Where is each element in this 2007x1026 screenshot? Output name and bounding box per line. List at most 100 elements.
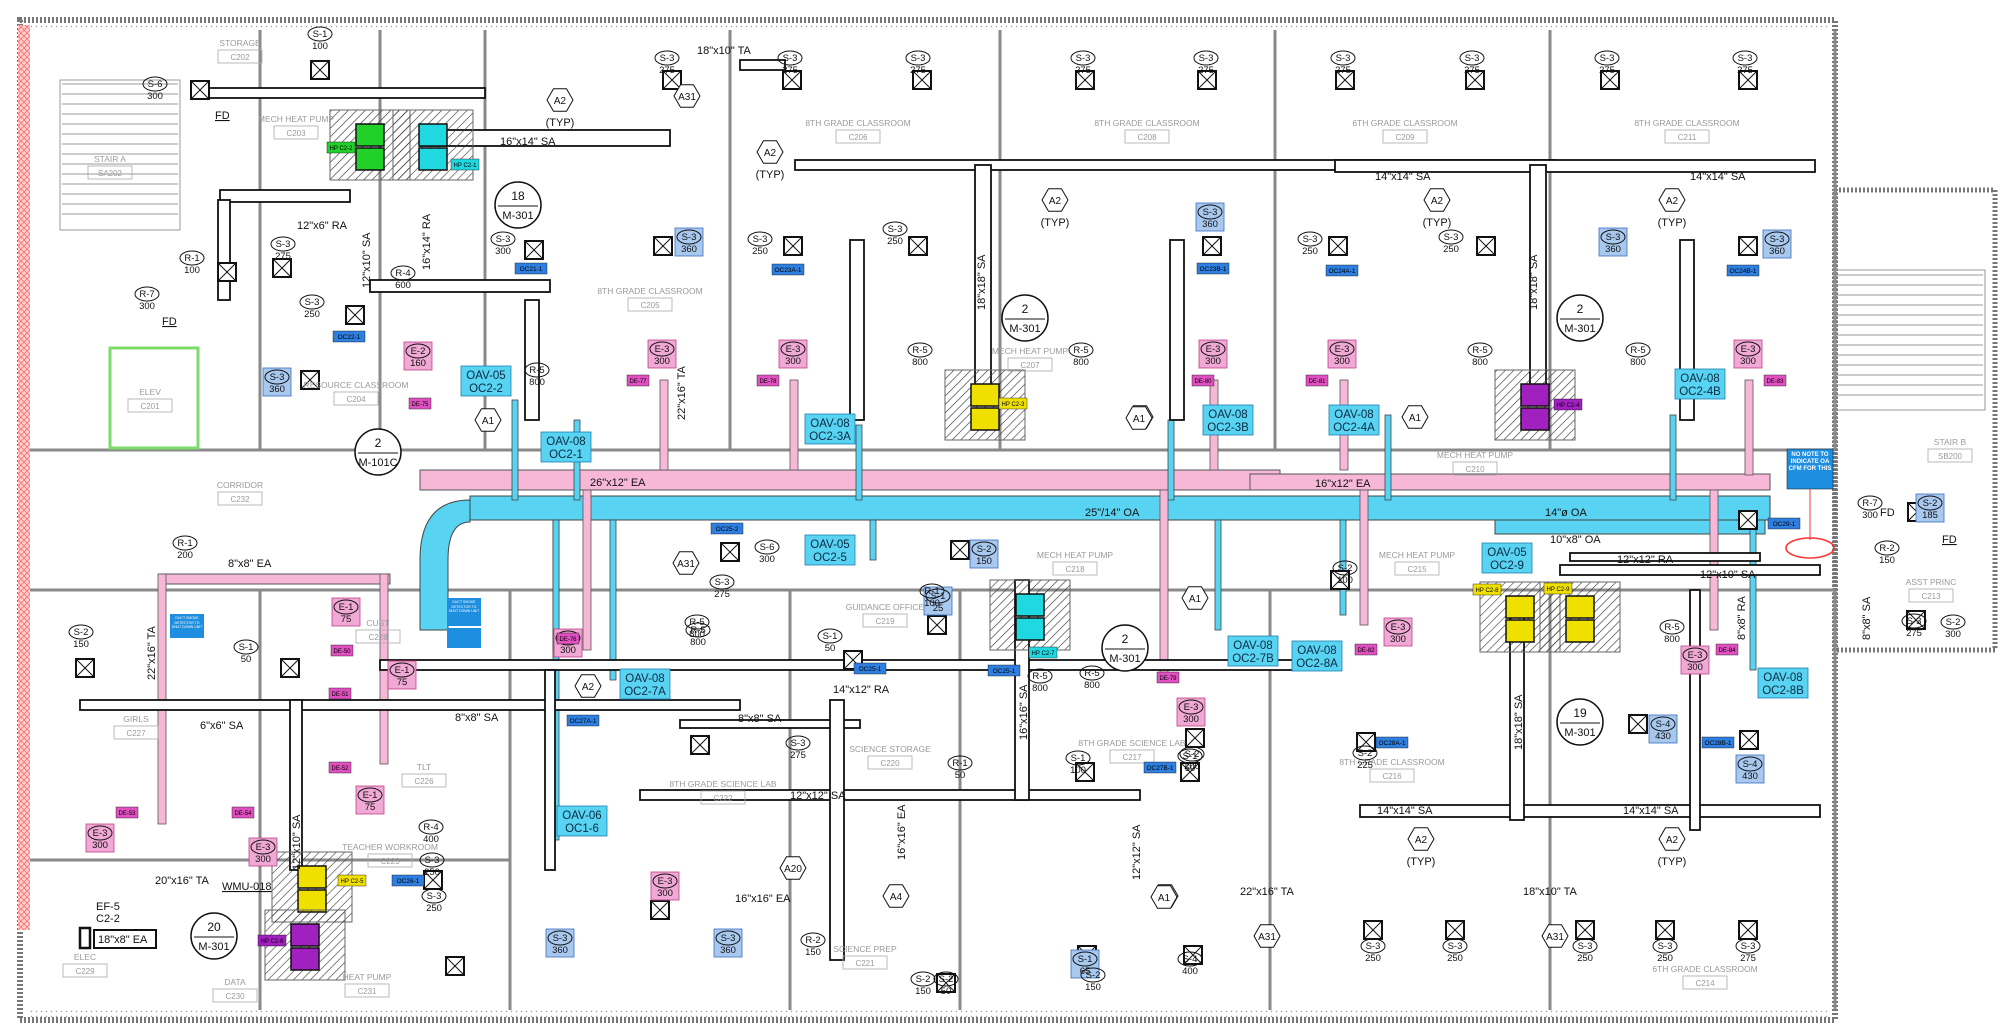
callout-circle bbox=[354, 428, 402, 476]
e-tag-oval bbox=[1329, 341, 1355, 357]
s-tag-oval bbox=[747, 231, 773, 247]
duct-label-ta-1810b: 18"x10" TA bbox=[1523, 886, 1578, 898]
s-tag-name: S-3 bbox=[305, 297, 320, 308]
s-tag-cfm: 250 bbox=[1365, 953, 1381, 964]
s-tag-cfm: 275 bbox=[1075, 65, 1091, 76]
e-tag-name: E-1 bbox=[363, 790, 378, 801]
de-tag-text: DE-82 bbox=[1357, 648, 1375, 654]
oav-tag-box bbox=[1227, 635, 1279, 667]
room-number: C231 bbox=[357, 987, 377, 996]
e-tag-oval bbox=[405, 343, 431, 359]
e-tag-name: E-1 bbox=[395, 665, 410, 676]
room-name: 8TH GRADE CLASSROOM bbox=[1339, 757, 1444, 767]
hex-tag bbox=[1658, 827, 1686, 851]
callout-circle bbox=[1001, 294, 1049, 342]
oav-name: OAV-08 bbox=[1297, 645, 1336, 657]
oav-name: OAV-08 bbox=[546, 436, 585, 448]
s-tag-cfm: 50 bbox=[241, 654, 252, 665]
callout-sheet: M-301 bbox=[502, 210, 533, 222]
south-wall-band bbox=[30, 1010, 1830, 1018]
room-name: DATA bbox=[224, 977, 246, 987]
s-tag-name: S-3 bbox=[1606, 232, 1621, 243]
s-tag-name: S-3 bbox=[911, 53, 926, 64]
oav-unit: OC1-6 bbox=[565, 823, 599, 835]
s-tag-name: S-1 bbox=[313, 29, 328, 40]
s-tag-name: S-2 bbox=[1185, 749, 1200, 760]
callout-circle bbox=[1556, 294, 1604, 342]
room-name: SCIENCE PREP bbox=[833, 944, 897, 954]
oc-tag-text: OC25-2 bbox=[716, 526, 739, 533]
oav-name: OAV-05 bbox=[1487, 547, 1526, 559]
s-tag-name: S-3 bbox=[1203, 207, 1218, 218]
s-tag-oval bbox=[1352, 745, 1378, 761]
west-curtain-wall bbox=[18, 25, 30, 930]
oc-tag-box bbox=[710, 522, 744, 535]
s-tag-name: S-3 bbox=[1199, 53, 1214, 64]
room-number-box bbox=[217, 49, 263, 64]
s-tag-name: S-1 bbox=[1071, 753, 1086, 764]
duct-label-sa-1414b: 14"x14" SA bbox=[1690, 171, 1746, 183]
room-number: C226 bbox=[414, 777, 434, 786]
hex-tag-text: A31 bbox=[1546, 932, 1564, 943]
r-tag-oval bbox=[1079, 665, 1105, 681]
r-tag-name: R-5 bbox=[1084, 668, 1099, 679]
typ-label: (TYP) bbox=[546, 117, 575, 129]
s-tag-oval bbox=[1070, 50, 1096, 66]
s-tag-oval bbox=[68, 624, 94, 640]
callout-number: 2 bbox=[1577, 302, 1584, 316]
de-tag-box bbox=[1191, 374, 1215, 387]
de-tag-box bbox=[1354, 643, 1378, 656]
hp-tag-box bbox=[1028, 646, 1058, 659]
s-tag-name: S-2 bbox=[939, 974, 954, 985]
room-name: MECH HEAT PUMP bbox=[1379, 550, 1456, 560]
de-tag-text: DE-83 bbox=[1766, 379, 1784, 385]
heat-pump-unit bbox=[1520, 383, 1550, 407]
s-tag-name: S-6 bbox=[760, 542, 775, 553]
callout-sheet: M-301 bbox=[198, 941, 229, 953]
r-tag-name: R-7 bbox=[1862, 498, 1877, 509]
e-tag-oval bbox=[649, 341, 675, 357]
duct-label-ra-1412: 14"x12" RA bbox=[833, 684, 890, 696]
de-tag-box bbox=[756, 374, 780, 387]
oav-tag-box bbox=[804, 413, 856, 445]
s-tag-oval bbox=[1072, 951, 1098, 967]
r-tag-oval bbox=[134, 286, 160, 302]
hex-tag bbox=[1150, 885, 1178, 909]
de-tag-text: DE-81 bbox=[1308, 379, 1326, 385]
r-tag-cfm: 50 bbox=[955, 770, 966, 781]
duct-label-ra-88: 8"x8" RA bbox=[1736, 595, 1748, 640]
s-tag-oval bbox=[1177, 951, 1203, 967]
s-tag-name: S-4 bbox=[1743, 759, 1758, 770]
s-tag-name: S-3 bbox=[791, 738, 806, 749]
e-tag-cfm: 300 bbox=[657, 888, 673, 899]
typ-label: (TYP) bbox=[1658, 217, 1687, 229]
e-tag-oval bbox=[555, 630, 581, 646]
s-tag-oval bbox=[1901, 613, 1927, 629]
r-tag-oval bbox=[1027, 668, 1053, 684]
room-number-box bbox=[273, 125, 319, 140]
hex-tag bbox=[1407, 827, 1435, 851]
room-name: ELEV bbox=[139, 387, 161, 397]
r-tag-oval bbox=[800, 932, 826, 948]
s-tag-name: S-2 bbox=[1358, 748, 1373, 759]
de-tag-box bbox=[1763, 374, 1787, 387]
hex-tag-text: A1 bbox=[1158, 893, 1171, 904]
heat-pump-unit bbox=[290, 923, 320, 947]
s-tag-name: S-3 bbox=[496, 234, 511, 245]
oav-name: OAV-05 bbox=[466, 370, 505, 382]
r-tag-name: R-7 bbox=[139, 289, 154, 300]
r-tag-cfm: 800 bbox=[912, 357, 928, 368]
oc-tag-text: OC28A-1 bbox=[1378, 740, 1405, 747]
r-tag-oval bbox=[1467, 342, 1493, 358]
hp-tag-text: HP C2-9 bbox=[1547, 587, 1571, 593]
heat-pump-unit bbox=[1505, 595, 1535, 619]
oav-unit: OC2-3A bbox=[809, 431, 851, 443]
oc-tag-box bbox=[1325, 264, 1359, 277]
room-number: C203 bbox=[286, 129, 306, 138]
oav-tag-box bbox=[1674, 368, 1726, 400]
room-number-box bbox=[1664, 129, 1710, 144]
duct-label-sa-88: 8"x8" SA bbox=[1861, 596, 1873, 640]
room-number-box bbox=[62, 963, 108, 978]
heat-pump-unit bbox=[355, 147, 385, 171]
